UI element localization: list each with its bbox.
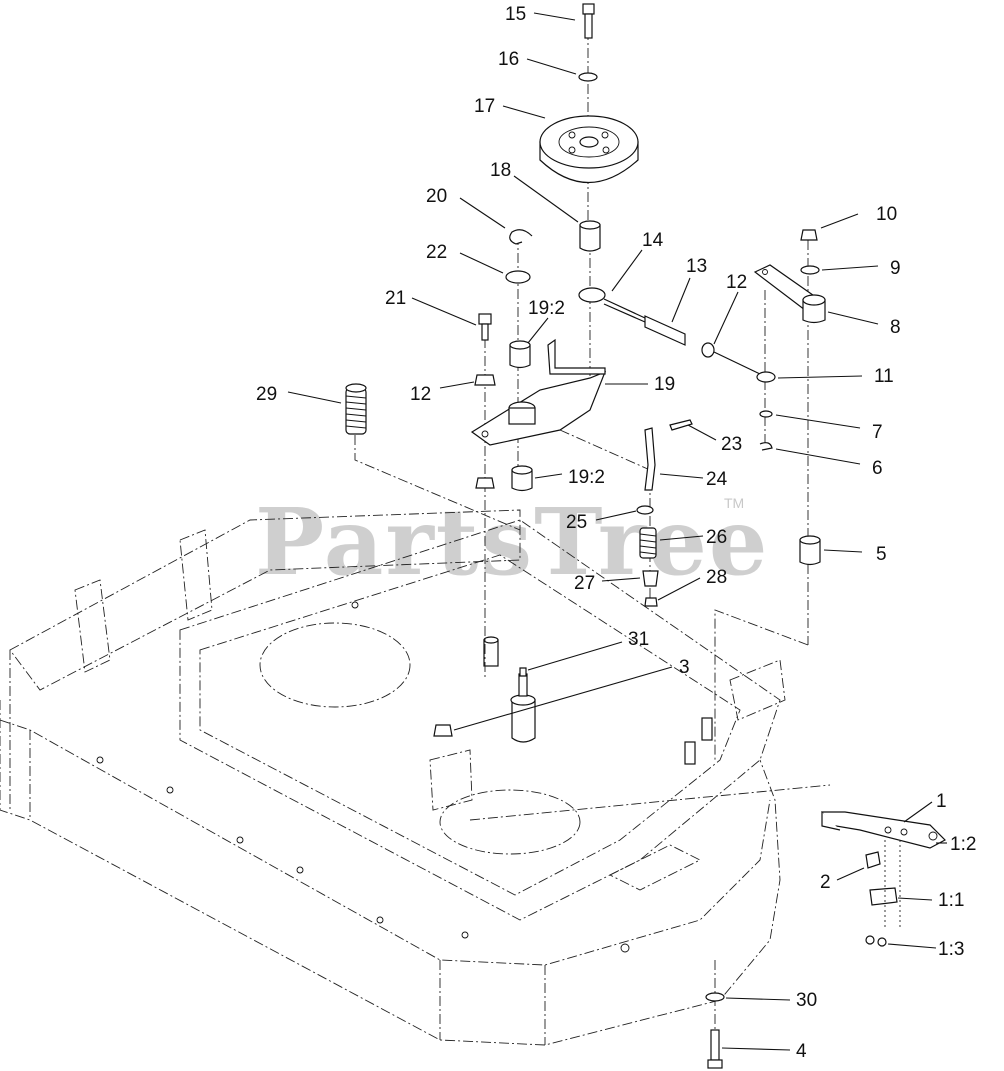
callout-9: 9 [890,258,901,279]
callout-6: 6 [872,458,883,479]
spring-29 [345,383,367,435]
callout-7: 7 [872,422,883,443]
callout-12-left: 12 [410,384,431,405]
nut-3 [433,724,453,737]
parts [345,3,946,1069]
nut-28 [644,597,658,607]
callout-31: 31 [628,629,649,650]
callout-29: 29 [256,384,277,405]
washer-30 [705,992,725,1002]
callout-30: 30 [796,990,817,1011]
eyebolt-14 [578,287,646,323]
bracket-1 [820,811,946,849]
spacer-18 [579,220,601,252]
watermark: PartsTree TM [255,488,769,596]
bumper-2 [865,851,881,869]
pin-23 [669,419,693,431]
callout-1-3: 1:3 [938,939,964,960]
nut-12-left [474,374,496,386]
callout-16: 16 [498,49,519,70]
e-ring-20 [509,229,533,245]
adjuster-13 [644,315,686,346]
spring-26 [639,527,657,559]
callout-28: 28 [706,567,727,588]
clip-6 [759,442,773,451]
callout-labels: 15 16 17 18 20 22 21 19:2 12 29 14 13 12… [256,4,976,1062]
washer-25 [636,505,654,515]
watermark-tm: TM [724,495,744,511]
callout-20: 20 [426,186,447,207]
leader-lines [287,12,947,1051]
mower-deck [0,509,786,1046]
callout-27: 27 [574,573,595,594]
callout-3: 3 [679,657,690,678]
rod-24 [644,427,656,491]
washer-9 [800,265,820,275]
callout-2: 2 [820,872,831,893]
washer-22 [505,270,531,284]
screws-1-3 [865,935,887,947]
callout-8: 8 [890,317,901,338]
cup-27 [642,570,659,587]
watermark-text: PartsTree [255,488,769,596]
plate-1-1 [869,887,898,906]
callout-14: 14 [642,230,664,251]
nut-10 [800,229,818,241]
callout-12-right: 12 [726,272,747,293]
nut-12-right [701,342,715,358]
callout-19: 19 [654,374,675,395]
bolt-4 [707,1029,723,1069]
callout-1: 1 [936,791,947,812]
callout-19-2-bottom: 19:2 [568,467,605,488]
bushing-5 [799,535,821,566]
callout-13: 13 [686,256,707,277]
callout-5: 5 [876,544,887,565]
lever-8 [753,264,826,324]
washer-16 [578,72,598,82]
callout-23: 23 [721,434,742,455]
bolt-15 [582,3,595,39]
callout-11: 11 [874,366,894,387]
bushing-19-2-bottom [511,465,533,492]
callout-25: 25 [566,512,587,533]
idler-pulley-17 [539,115,639,184]
callout-1-2: 1:2 [950,834,976,855]
washer-7 [759,410,773,418]
callout-10: 10 [876,204,897,225]
callout-22: 22 [426,242,447,263]
bolt-21 [478,313,492,341]
callout-24: 24 [706,469,728,490]
nut-lower [475,477,495,489]
callout-19-2-top: 19:2 [528,298,565,319]
grease-fitting-31 [519,667,527,677]
idler-arm-19 [470,338,607,446]
callout-15: 15 [505,4,526,25]
callout-18: 18 [490,160,511,181]
callout-26: 26 [706,527,727,548]
callout-1-1: 1:1 [938,890,964,911]
callout-17: 17 [474,96,495,117]
eye-11 [756,371,776,383]
callout-21: 21 [385,288,406,309]
bushing-19-2-top [509,340,531,369]
callout-4: 4 [796,1041,807,1062]
